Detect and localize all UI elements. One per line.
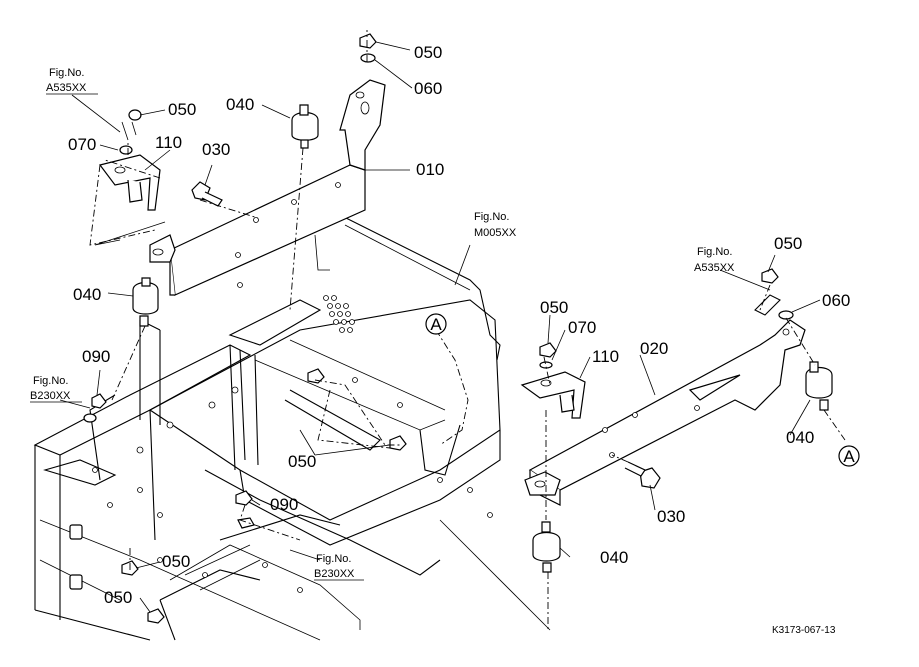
callout-020: 020 bbox=[640, 339, 668, 358]
figref-b230-left-label: Fig.No. bbox=[33, 375, 68, 387]
mount-040-right bbox=[805, 361, 833, 411]
leader-lines bbox=[59, 41, 821, 613]
bolt-030-left bbox=[191, 181, 223, 207]
frame-structure bbox=[33, 214, 501, 641]
bolt-090-left bbox=[83, 393, 107, 423]
part-010-bracket bbox=[149, 79, 386, 296]
nut-washer-top bbox=[359, 33, 377, 63]
figref-b230-left-code: B230XX bbox=[30, 390, 71, 402]
figref-a535-left-code: A535XX bbox=[46, 82, 87, 94]
nut-washer-left bbox=[119, 109, 142, 155]
callout-040-right: 040 bbox=[786, 428, 814, 447]
callout-050-frame: 050 bbox=[288, 452, 316, 471]
part-110-bracket-right bbox=[520, 371, 586, 419]
marker-a-upper: A bbox=[425, 313, 447, 335]
part-110-bracket-left bbox=[98, 154, 161, 211]
marker-a-upper-label: A bbox=[430, 315, 442, 334]
callout-050-far-right: 050 bbox=[774, 234, 802, 253]
callouts: 050 060 040 050 070 110 030 010 040 090 … bbox=[68, 43, 850, 607]
callout-040-bottom: 040 bbox=[600, 548, 628, 567]
figref-m005-code: M005XX bbox=[474, 227, 517, 239]
figref-a535-right-label: Fig.No. bbox=[697, 246, 732, 258]
marker-a-right: A bbox=[838, 445, 860, 467]
callout-110-right: 110 bbox=[592, 347, 619, 366]
callout-070-right: 070 bbox=[568, 318, 596, 337]
callout-050-left: 050 bbox=[168, 100, 196, 119]
fig-refs: Fig.No. A535XX Fig.No. M005XX Fig.No. B2… bbox=[30, 67, 735, 581]
bolt-090-lower bbox=[235, 490, 255, 529]
figref-a535-right-code: A535XX bbox=[694, 262, 735, 274]
callout-070-left: 070 bbox=[68, 135, 96, 154]
mount-040-lower-left bbox=[132, 277, 159, 327]
callout-050-right: 050 bbox=[540, 298, 568, 317]
callout-040-upper: 040 bbox=[226, 95, 254, 114]
callout-010: 010 bbox=[416, 160, 444, 179]
callout-030-right: 030 bbox=[657, 507, 685, 526]
figref-b230-lower-label: Fig.No. bbox=[316, 553, 351, 565]
callout-040-left: 040 bbox=[73, 285, 101, 304]
mount-040-bottom bbox=[532, 521, 561, 573]
callout-060-top: 060 bbox=[414, 79, 442, 98]
callout-050-lower: 050 bbox=[162, 552, 190, 571]
callout-050-top: 050 bbox=[414, 43, 442, 62]
marker-a-right-label: A bbox=[843, 447, 855, 466]
callout-090-lower: 090 bbox=[270, 495, 298, 514]
hole-cluster bbox=[323, 295, 355, 333]
figref-a535-left-label: Fig.No. bbox=[49, 67, 84, 79]
callout-110-left: 110 bbox=[155, 133, 182, 152]
bolt-030-right bbox=[624, 461, 661, 489]
callout-030-left: 030 bbox=[202, 140, 230, 159]
figref-b230-lower-code: B230XX bbox=[314, 568, 355, 580]
callout-090-left: 090 bbox=[82, 347, 110, 366]
mount-040-upper-left bbox=[291, 104, 319, 149]
callout-050-bottom: 050 bbox=[104, 588, 132, 607]
drawing-code: K3173-067-13 bbox=[772, 625, 836, 636]
callout-060-right: 060 bbox=[822, 291, 850, 310]
center-lines bbox=[89, 30, 846, 631]
nut-washer-right bbox=[539, 268, 794, 369]
part-020-bracket bbox=[524, 294, 806, 506]
nuts-050-frame bbox=[121, 368, 407, 624]
figref-m005-label: Fig.No. bbox=[474, 211, 509, 223]
